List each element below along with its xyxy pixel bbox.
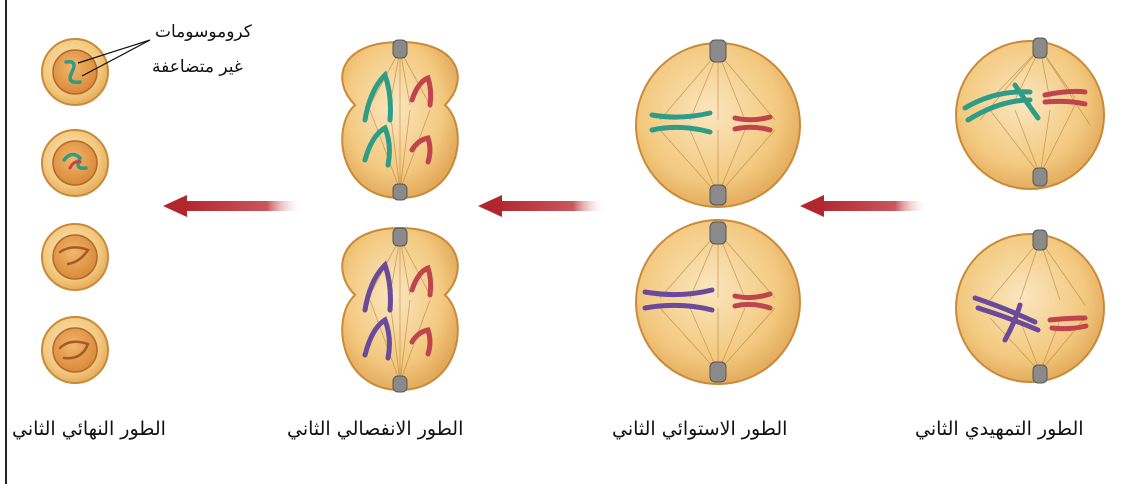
stage-label-metaphase-ii: الطور الاستوائي الثاني — [612, 418, 787, 440]
telophase-ii-cell-1 — [42, 39, 108, 105]
callout-line-2: غير متضاعفة — [152, 57, 243, 77]
stage-label-anaphase-ii: الطور الانفصالي الثاني — [287, 418, 463, 440]
stage-label-telophase-ii: الطور النهائي الثاني — [12, 418, 166, 440]
prophase-ii-cell-top — [956, 38, 1104, 189]
telophase-ii-cell-2 — [42, 130, 108, 196]
prophase-ii-cell-bottom — [956, 230, 1104, 383]
arrow-prophase-to-metaphase — [800, 195, 928, 217]
telophase-ii-cell-4 — [42, 317, 108, 383]
anaphase-ii-cell-top — [342, 40, 458, 200]
arrow-metaphase-to-anaphase — [478, 195, 606, 217]
arrow-anaphase-to-telophase — [163, 195, 303, 217]
telophase-ii-cell-3 — [42, 224, 108, 290]
stage-label-prophase-ii: الطور التمهيدي الثاني — [915, 418, 1084, 440]
metaphase-ii-cell-top — [636, 40, 800, 207]
metaphase-ii-cell-bottom — [636, 220, 800, 384]
anaphase-ii-cell-bottom — [342, 228, 458, 392]
callout-line-1: كروموسومات — [155, 22, 252, 42]
